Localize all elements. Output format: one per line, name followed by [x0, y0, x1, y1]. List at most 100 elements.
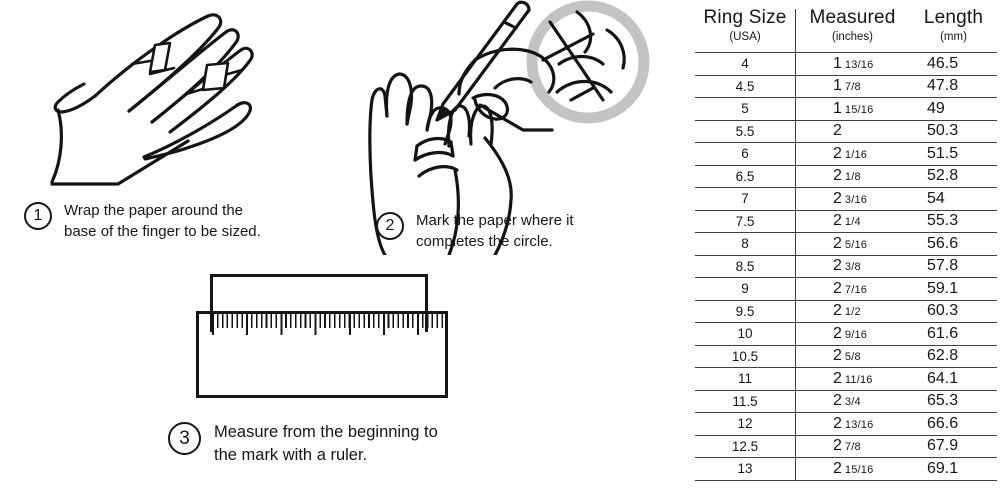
measured-whole-inches: 2	[833, 459, 842, 477]
length-mm-cell: 50.3	[927, 122, 959, 140]
step1-hand-illustration	[38, 4, 278, 202]
header-length-label: Length	[923, 7, 984, 28]
measured-fraction-inches: 9/16	[844, 328, 868, 341]
magnified-finger-closeup-icon	[543, 12, 624, 100]
table-header: Ring Size (USA) Measured (inches) Length…	[695, 4, 997, 53]
ring-size-cell: 5.5	[735, 123, 755, 139]
ring-size-cell: 4	[741, 56, 749, 72]
measured-fraction-inches: 13/16	[844, 418, 874, 431]
ring-size-cell: 11.5	[732, 393, 758, 409]
measured-fraction-inches: 1/8	[844, 171, 861, 184]
ring-size-cell: 6	[741, 146, 749, 162]
ring-size-cell: 6.5	[735, 168, 755, 184]
step2-text: Mark the paper where it completes the ci…	[416, 211, 574, 252]
table-column-divider	[795, 9, 796, 480]
ring-size-cell: 12.5	[731, 438, 759, 454]
header-ring-size: Ring Size (USA)	[695, 4, 795, 52]
step3-text-line1: Measure from the beginning to	[214, 423, 438, 441]
measured-whole-inches: 2	[833, 189, 842, 207]
ring-size-cell: 9.5	[735, 303, 755, 319]
measured-whole-inches: 2	[833, 347, 842, 365]
measured-fraction-inches: 5/8	[844, 351, 861, 364]
measured-fraction-inches: 7/16	[844, 283, 868, 296]
header-measured-sub: (inches)	[832, 31, 873, 43]
length-mm-cell: 65.3	[927, 392, 959, 410]
ring-size-cell: 7	[741, 191, 749, 207]
measured-whole-inches: 1	[833, 99, 842, 117]
header-ring-size-sub: (USA)	[729, 31, 761, 43]
length-mm-cell: 62.8	[927, 347, 959, 365]
ring-size-cell: 11	[737, 371, 752, 387]
measured-whole-inches: 2	[833, 414, 842, 432]
step2-number-badge: 2	[376, 212, 404, 240]
measured-whole-inches: 1	[833, 54, 842, 72]
measured-whole-inches: 2	[833, 392, 842, 410]
header-ring-size-label: Ring Size	[703, 7, 787, 28]
measured-cell: 2	[795, 122, 910, 140]
step1-text: Wrap the paper around the base of the fi…	[64, 201, 261, 242]
ring-size-cell: 4.5	[735, 78, 755, 94]
step3-text: Measure from the beginning to the mark w…	[214, 421, 438, 467]
measured-whole-inches: 2	[833, 144, 842, 162]
step1-caption: 1 Wrap the paper around the base of the …	[24, 201, 284, 242]
measured-fraction-inches: 7/8	[844, 81, 861, 94]
measured-fraction-inches: 13/16	[844, 58, 874, 71]
step1-text-line1: Wrap the paper around the	[64, 202, 244, 219]
header-length-sub: (mm)	[940, 31, 967, 43]
right-hand-outline-icon	[448, 49, 553, 255]
measured-whole-inches: 2	[833, 234, 842, 252]
header-measured: Measured (inches)	[795, 4, 910, 52]
measured-whole-inches: 2	[833, 167, 842, 185]
ring-size-cell: 8.5	[735, 258, 755, 274]
measured-whole-inches: 2	[833, 369, 842, 387]
length-mm-cell: 64.1	[927, 369, 959, 387]
measured-fraction-inches: 7/8	[844, 441, 861, 454]
measured-whole-inches: 2	[833, 257, 842, 275]
measured-whole-inches: 2	[833, 212, 842, 230]
step2-marking-illustration	[345, 0, 675, 255]
length-mm-cell: 59.1	[927, 279, 959, 297]
header-measured-label: Measured	[809, 7, 896, 28]
step3-number-badge: 3	[168, 422, 201, 455]
step2-caption: 2 Mark the paper where it completes the …	[376, 211, 616, 252]
length-mm-cell: 52.8	[927, 167, 959, 185]
measured-fraction-inches: 3/16	[844, 193, 868, 206]
step1-number-badge: 1	[24, 202, 52, 230]
ring-size-table: Ring Size (USA) Measured (inches) Length…	[695, 4, 997, 481]
measured-fraction-inches: 5/16	[844, 238, 868, 251]
measured-whole-inches: 2	[833, 324, 842, 342]
measured-fraction-inches: 1/4	[844, 216, 861, 229]
length-mm-cell: 46.5	[927, 54, 959, 72]
length-mm-cell: 55.3	[927, 212, 959, 230]
paper-strip-on-finger-icon	[132, 43, 242, 94]
length-mm-cell: 69.1	[927, 459, 959, 477]
step3-caption: 3 Measure from the beginning to the mark…	[168, 421, 488, 467]
table-row: 5.5 2 50.3	[695, 121, 997, 143]
ring-size-cell: 10	[737, 326, 753, 342]
